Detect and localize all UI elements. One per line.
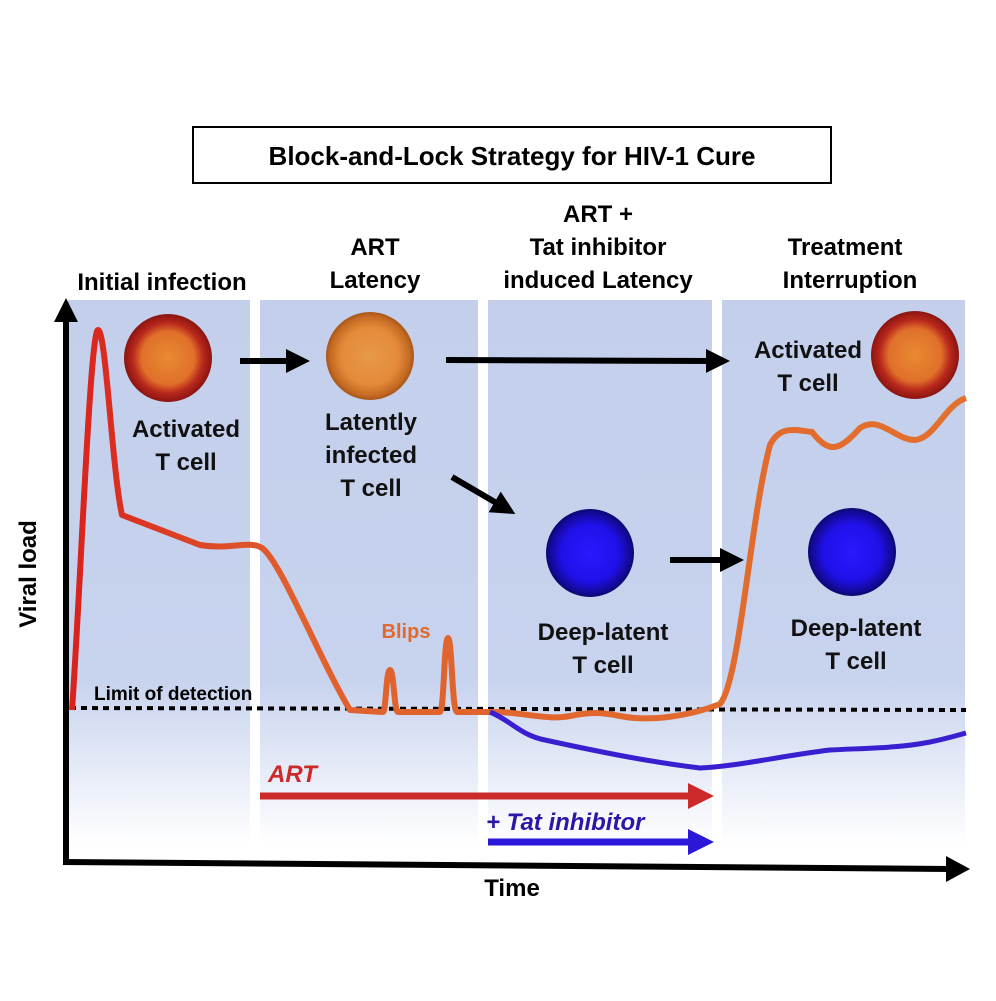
activated-t-cell-icon <box>124 314 212 402</box>
limit-label: Limit of detection <box>94 684 252 705</box>
phase-heading: Treatment <box>788 234 903 261</box>
title-box <box>192 126 832 184</box>
latent-t-cell-icon <box>326 312 414 400</box>
phase-heading: Interruption <box>783 267 918 294</box>
phase-heading: Initial infection <box>77 269 246 296</box>
cell-label: Deep-latent <box>538 619 669 646</box>
cell-label: T cell <box>340 475 401 502</box>
x-axis-label: Time <box>484 875 540 902</box>
tat-label: + Tat inhibitor <box>486 809 646 836</box>
y-axis-arrow-icon <box>54 298 78 322</box>
phase-headings: Initial infection ART Latency ART + Tat … <box>77 201 917 296</box>
cell-label: T cell <box>572 652 633 679</box>
transition-arrows <box>240 348 744 572</box>
x-axis <box>62 859 951 872</box>
activated-t-cell-icon <box>871 311 959 399</box>
arrow-icon <box>450 474 516 515</box>
cell-label: T cell <box>777 370 838 397</box>
phase-heading: induced Latency <box>503 267 693 294</box>
cell-label: Activated <box>754 337 862 364</box>
cell-label: Latently <box>325 409 418 436</box>
tat-arrow-head-icon <box>688 829 714 855</box>
phase-heading: Latency <box>330 267 421 294</box>
x-axis-arrow-icon <box>946 856 970 882</box>
cell-label: infected <box>325 442 417 469</box>
tat-inhibitor-curve <box>489 709 967 771</box>
arrow-icon <box>445 348 730 373</box>
phase-heading: Tat inhibitor <box>530 234 667 261</box>
phase-heading: ART + <box>563 201 633 228</box>
cell-label: Activated <box>132 416 240 443</box>
deep-latent-t-cell-icon <box>808 508 896 596</box>
blips-label: Blips <box>382 621 431 643</box>
y-axis-label: Viral load <box>15 520 42 628</box>
art-label: ART <box>267 761 319 788</box>
art-arrow-head-icon <box>688 783 714 809</box>
cell-label: Deep-latent <box>791 615 922 642</box>
deep-latent-t-cell-icon <box>546 509 634 597</box>
phase-heading: ART <box>350 234 400 261</box>
title: Block-and-Lock Strategy for HIV-1 Cure <box>269 141 756 171</box>
cell-label: T cell <box>825 648 886 675</box>
cell-label: T cell <box>155 449 216 476</box>
viral-load-curve <box>69 327 968 722</box>
